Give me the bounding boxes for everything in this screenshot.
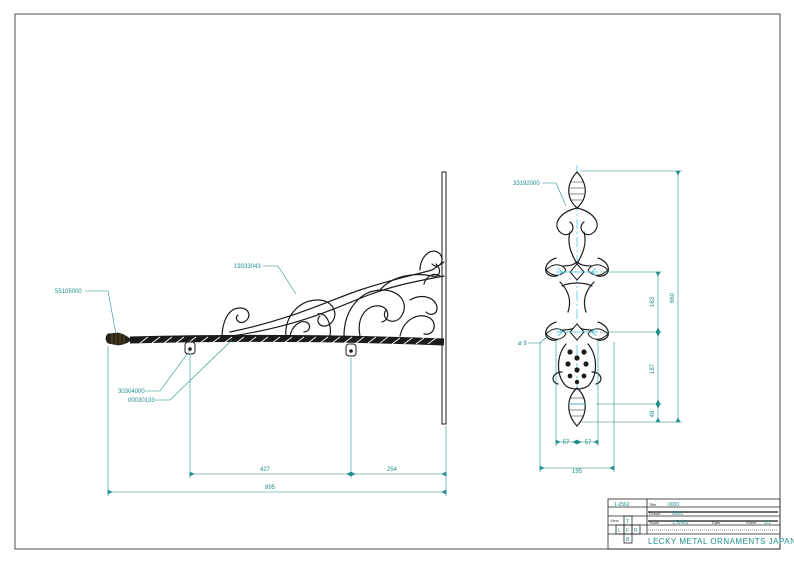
- top-arm: [229, 261, 445, 333]
- company-name: LECKY METAL ORNAMENTS JAPAN: [648, 537, 794, 546]
- title-value: 0000: [668, 502, 679, 508]
- twisted-bar: [129, 334, 445, 346]
- hanging-tab-left: [184, 341, 196, 355]
- bar-part-label-2: 00030133: [128, 398, 155, 404]
- dim-medallion-bar-dia: ø 9: [518, 341, 527, 347]
- drawn-value: 0000: [672, 511, 683, 517]
- dim-medallion-lower: 187: [650, 363, 656, 374]
- bracket-side-view: [105, 171, 447, 425]
- dim-medallion-left: 57: [563, 440, 570, 446]
- view-letter-left: L: [618, 528, 621, 534]
- medallion-bottom-leaf: [568, 387, 586, 427]
- dim-medallion-height: 660: [670, 292, 676, 303]
- date-label: Date: [712, 520, 721, 525]
- view-letter-bottom: B: [626, 537, 630, 543]
- view-letter-front: F: [626, 528, 629, 534]
- dim-wall-offset: 254: [387, 467, 398, 473]
- dim-hole-spacing: 427: [260, 467, 271, 473]
- scale-label: Scale: [649, 520, 660, 525]
- dim-medallion-bottom: 48: [650, 410, 656, 417]
- bar-part-label-1: 30304000: [118, 389, 145, 395]
- view-label: View: [610, 518, 619, 523]
- side-view-leaders: [85, 265, 297, 401]
- medallion-vertical-dimensions: [580, 170, 682, 423]
- title-block: [607, 498, 781, 550]
- drawn-label: Drawn: [649, 511, 661, 516]
- view-letter-right: R: [634, 528, 638, 534]
- medallion-leader: [542, 182, 567, 207]
- sheet-label: Sheet: [746, 520, 757, 525]
- drawing-frame: [14, 13, 781, 550]
- dim-medallion-width: 195: [572, 469, 583, 475]
- scale-value: 1:5(A3): [672, 520, 689, 526]
- dim-medallion-upper: 163: [650, 296, 656, 307]
- finial-part-label: 55105000: [55, 289, 82, 295]
- medallion-front-view: [545, 165, 609, 430]
- title-label: Title: [649, 502, 657, 507]
- medallion-top-leaf: [568, 171, 586, 209]
- scroll-work: [221, 250, 443, 339]
- dim-total-length: 895: [265, 485, 276, 491]
- dim-medallion-right: 57: [585, 440, 592, 446]
- wall-plate: [441, 171, 447, 425]
- medallion-horizontal-dimensions: [528, 335, 615, 472]
- medallion-diamonds: [569, 263, 585, 341]
- medallion-centre-marks: [556, 267, 598, 405]
- view-letter-top: T: [626, 519, 629, 525]
- finial: [105, 332, 132, 346]
- drawing-number: 1-0562: [614, 502, 630, 508]
- sheet-value: 1/1: [764, 520, 771, 526]
- medallion-dots: [565, 349, 589, 385]
- side-view-dimensions: [107, 346, 447, 496]
- scroll-part-label: 19333043: [234, 264, 261, 270]
- medallion-part-label: 33192000: [513, 181, 540, 187]
- hanging-tab-right: [345, 343, 357, 357]
